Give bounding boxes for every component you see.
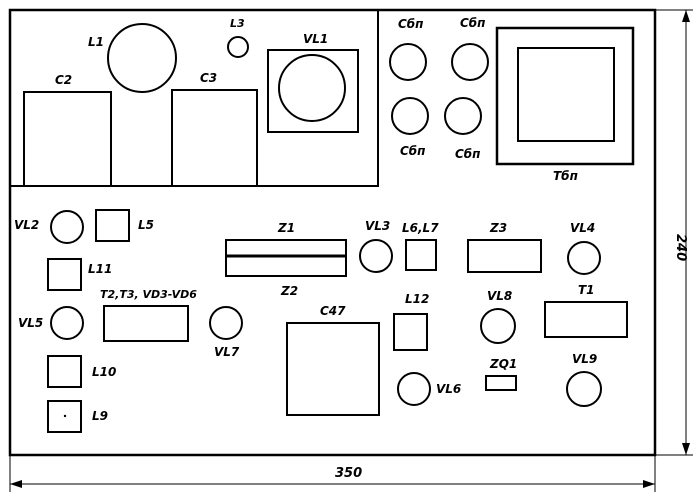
l9-dot [63, 414, 67, 418]
vl9-tube [566, 371, 602, 407]
c3-capacitor [171, 89, 258, 187]
vl8-label: VL8 [487, 289, 512, 303]
l6-l7-label: L6,L7 [402, 221, 439, 235]
vl6-label: VL6 [436, 382, 461, 396]
c47-label: C47 [320, 304, 346, 318]
width-dim-label: 350 [335, 466, 362, 481]
l6-l7-coil [405, 239, 437, 271]
cbp-label-3: Cбп [400, 144, 425, 158]
width-arrow-right [643, 480, 655, 488]
vl7-tube [209, 306, 243, 340]
cbp-capacitor-2 [451, 43, 489, 81]
vl4-label: VL4 [570, 221, 595, 235]
board-outline [8, 8, 657, 457]
vl1-socket [267, 49, 359, 133]
l3-coil [227, 36, 249, 58]
height-arrow-bottom [682, 443, 690, 455]
cbp-label-1: Cбп [398, 17, 423, 31]
z3-filter [467, 239, 542, 273]
z3-label: Z3 [489, 221, 507, 235]
shield-compartment [10, 10, 379, 187]
cbp-capacitor-1 [389, 43, 427, 81]
l10-label: L10 [92, 365, 116, 379]
l3-label: L3 [230, 17, 245, 30]
tbp-transformer-inner [517, 47, 615, 142]
vl8-tube [480, 308, 516, 344]
z1-z2-filter [225, 239, 347, 277]
l11-coil [47, 258, 82, 291]
c2-label: C2 [55, 73, 72, 87]
l5-label: L5 [138, 218, 154, 232]
l9-label: L9 [92, 409, 108, 423]
vl2-label: VL2 [14, 218, 39, 232]
c47-capacitor [286, 322, 380, 416]
vl7-label: VL7 [214, 345, 240, 359]
vl2-tube [50, 210, 84, 244]
tbp-transformer-outer [495, 26, 635, 166]
t1-label: T1 [578, 283, 595, 297]
l9-coil [47, 400, 82, 433]
vl1-tube [278, 54, 346, 122]
vl3-tube [359, 239, 393, 273]
l10-coil [47, 355, 82, 388]
t2-t3-block [103, 305, 189, 342]
z1-label: Z1 [277, 221, 295, 235]
vl1-label: VL1 [303, 32, 328, 46]
zq1-crystal [485, 375, 517, 391]
cbp-label-4: Cбп [455, 147, 480, 161]
t2-t3-label: T2,T3, VD3-VD6 [100, 288, 197, 301]
l1-label: L1 [88, 35, 104, 49]
tbp-label: Tбп [553, 169, 578, 183]
zq1-label: ZQ1 [489, 357, 517, 371]
vl4-tube [567, 241, 601, 275]
cbp-capacitor-4 [444, 97, 482, 135]
t1-transformer [544, 301, 628, 338]
cbp-label-2: Cбп [460, 16, 485, 30]
z2-label: Z2 [280, 284, 298, 298]
l5-coil [95, 209, 130, 242]
c2-capacitor [23, 91, 112, 187]
height-arrow-top [682, 10, 690, 22]
vl5-label: VL5 [18, 316, 43, 330]
l12-label: L12 [405, 292, 429, 306]
l1-coil [107, 23, 177, 93]
vl6-tube [397, 372, 431, 406]
vl5-tube [50, 306, 84, 340]
height-dim-label: 240 [673, 234, 688, 261]
c3-label: C3 [200, 71, 217, 85]
vl3-label: VL3 [365, 219, 390, 233]
width-arrow-left [10, 480, 22, 488]
vl9-label: VL9 [572, 352, 597, 366]
cbp-capacitor-3 [391, 97, 429, 135]
l11-label: L11 [88, 262, 112, 276]
l12-coil [393, 313, 428, 351]
